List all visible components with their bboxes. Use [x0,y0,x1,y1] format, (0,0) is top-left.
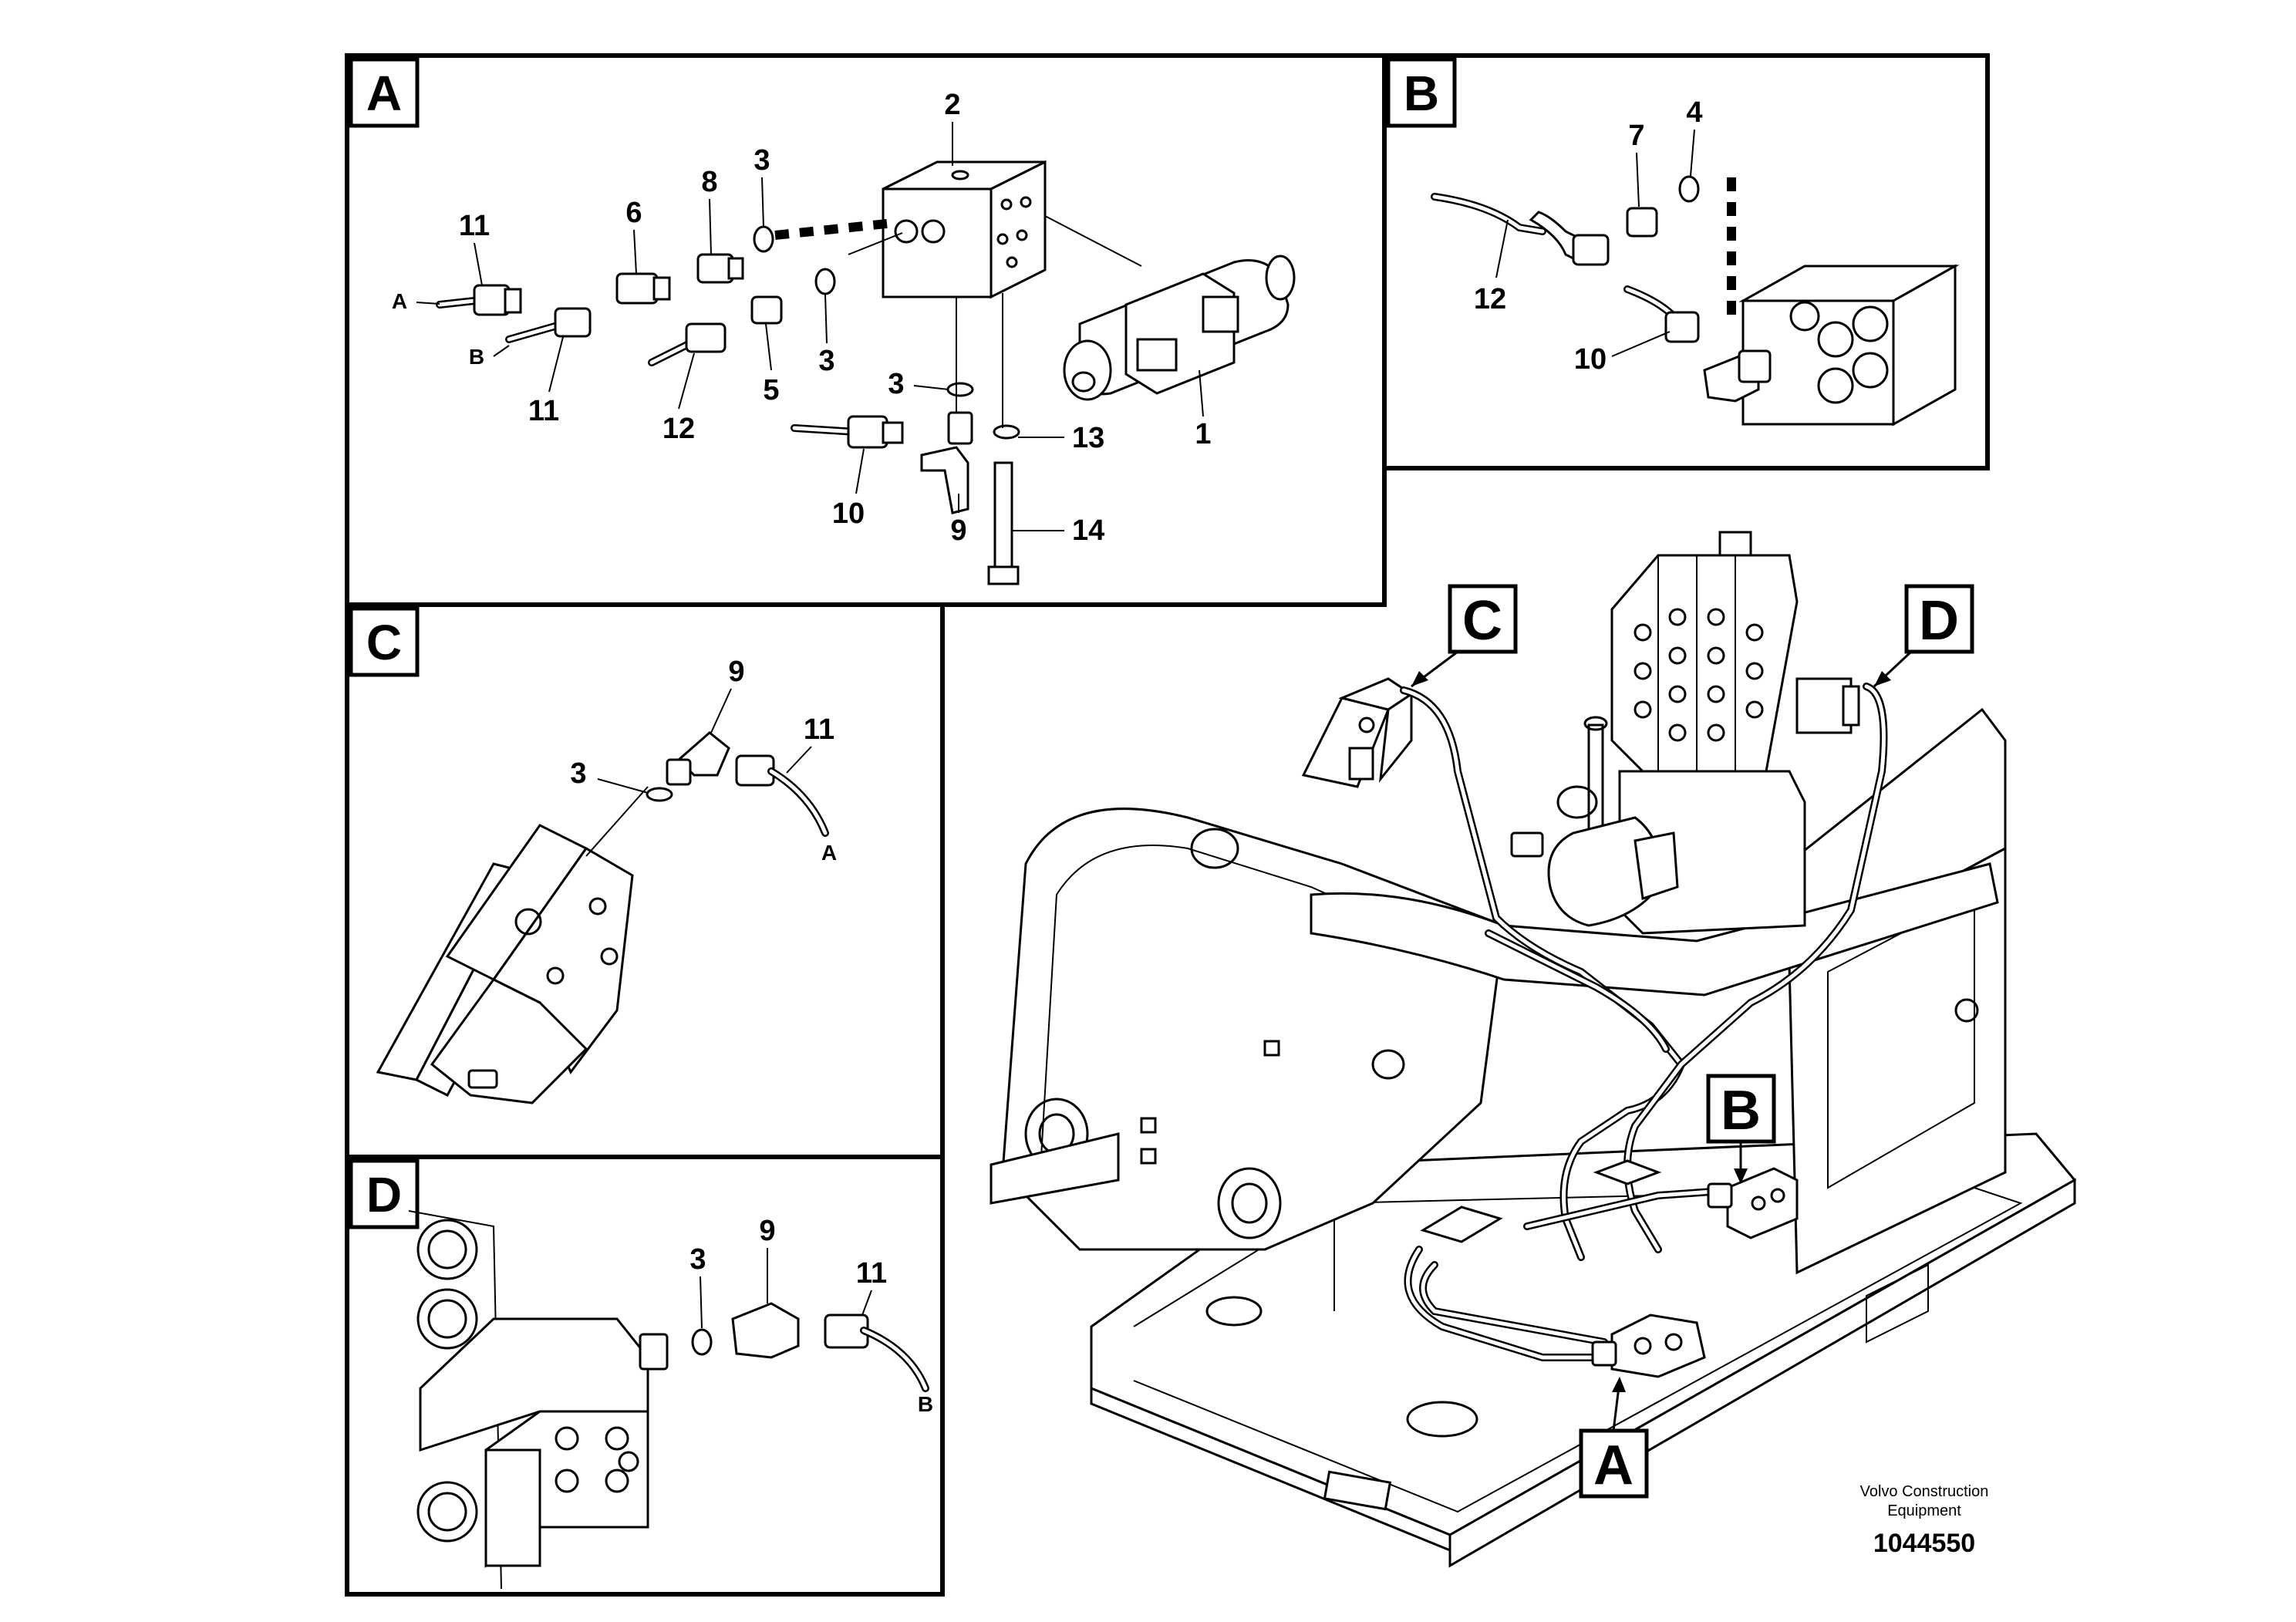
callout-11-upper: 11 [459,210,490,242]
callout-3-lower: 3 [888,368,904,400]
solenoid-valve [1044,215,1296,401]
panel-c-letter: C [366,615,402,670]
callout-9: 9 [950,514,966,547]
callout-10: 10 [832,497,865,530]
panel-a-letter: A [366,66,402,121]
panel-a-letter-box [349,57,420,128]
footer: Volvo Construction Equipment 1044550 [1860,1483,1989,1558]
hose-end-b: B [469,345,484,369]
callout-11-d: 11 [856,1257,887,1290]
panel-b: B 7 4 12 10 [1382,53,1990,470]
callout-12: 12 [663,413,695,445]
hose-end-a: A [392,289,407,313]
overview-label-b: B [1706,1074,1776,1184]
company-name-line2: Equipment [1887,1502,1961,1519]
panel-b-letter-box [1386,57,1457,128]
callout-8: 8 [701,166,717,198]
solenoid-at-c [1301,677,1414,788]
panel-c: C 9 11 3 A [345,602,945,1159]
callout-5: 5 [763,374,779,406]
overview-label-c: C [1411,584,1518,688]
drawing-number: 1044550 [1873,1529,1975,1558]
control-valve-stack [1510,531,1860,935]
callout-14: 14 [1072,514,1104,547]
valve-block [882,160,1047,299]
callout-1: 1 [1195,418,1211,450]
callout-3-c: 3 [570,757,586,790]
callout-3-upper: 3 [754,144,770,177]
panel-d: D 3 9 11 B [345,1155,945,1597]
callout-3-d: 3 [689,1243,706,1276]
overview-label-a: A [1579,1377,1649,1499]
panel-d-letter: D [366,1167,402,1222]
overview-label-d: D [1873,584,1974,688]
svg-text:D: D [1919,590,1959,652]
panel-d-letter-box [349,1158,420,1229]
svg-text:A: A [1593,1435,1633,1496]
machine-overview: C D B A [990,531,2077,1568]
callout-2: 2 [944,89,960,121]
callout-11-c: 11 [804,713,834,746]
panel-a: A [345,53,1387,607]
callout-13: 13 [1072,422,1104,454]
panel-b-letter: B [1404,66,1439,121]
fittings-row-upper [436,225,1020,585]
callout-9-c: 9 [728,656,744,688]
callout-11-lower: 11 [528,395,559,427]
callout-3-right: 3 [818,345,834,377]
panel-a-callouts: 2 11 6 8 3 3 3 5 12 11 3 10 9 13 [392,89,1212,547]
hose-end-b-d: B [918,1392,933,1416]
hose-end-a-c: A [821,841,837,865]
panel-c-letter-box [349,606,420,677]
callout-12-b: 12 [1474,283,1506,315]
callout-6: 6 [625,197,642,229]
company-name-line1: Volvo Construction [1860,1483,1989,1500]
svg-text:C: C [1462,590,1502,652]
callout-9-d: 9 [759,1215,775,1247]
svg-text:B: B [1721,1080,1761,1141]
callout-10-b: 10 [1574,343,1607,376]
callout-7: 7 [1628,120,1644,152]
callout-4: 4 [1686,96,1702,129]
